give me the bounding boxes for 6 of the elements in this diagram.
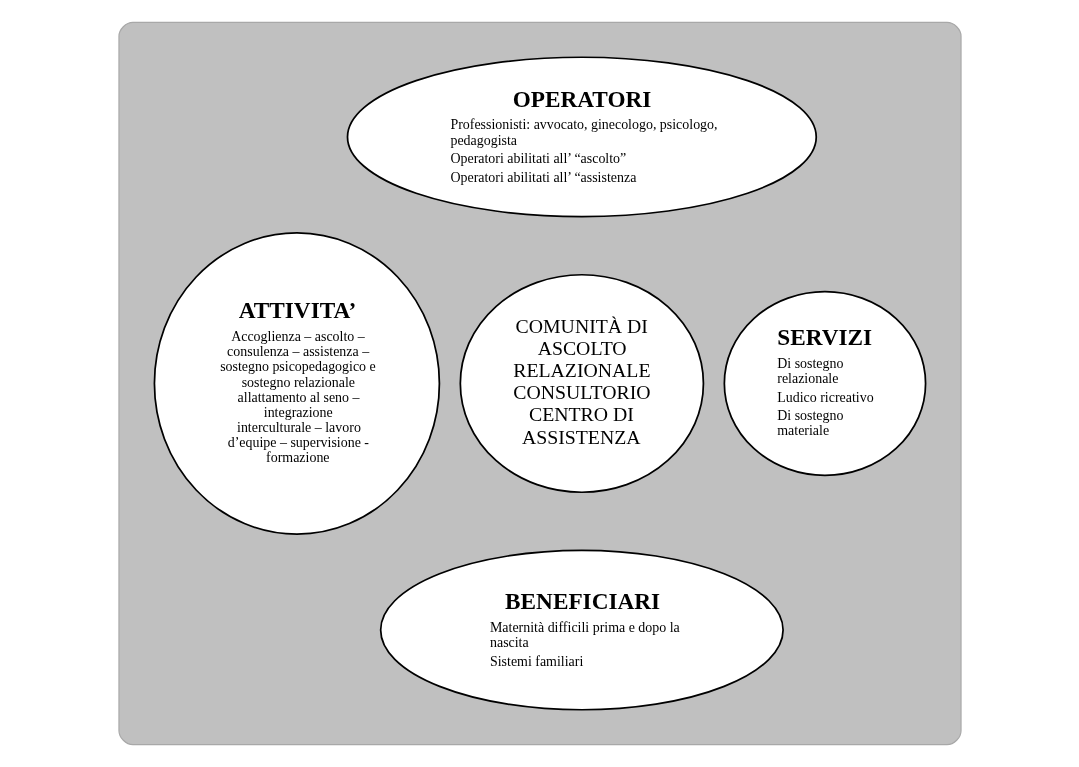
cluster	[117, 21, 962, 746]
node-circle: ATTIVITA’ Accoglienza – ascolto – consulenza – assistenza – sostegno psicopedagogico e sostegno relazionale allattamento al seno – integrazione interculturale – lavoro d’equipe – supervisione - formazione	[153, 232, 440, 535]
node-circle: SERVIZI Di sostegno relazionale Ludico ricreativo Di sostegno materiale	[723, 290, 926, 477]
node-ellipse: OPERATORI Professionisti: avvocato, ginecologo, psicologo, pedagogista Operatori abilitati all’ “ascolto” Operatori abilitati all’ “assistenza	[346, 56, 817, 218]
node-ellipse: BENEFICIARI Maternità difficili prima e dopo la nascita Sistemi familiari	[379, 549, 784, 711]
node-ellipse: COMUNITÀ DI ASCOLTO RELAZIONALE CONSULTORIO CENTRO DI ASSISTENZA	[458, 273, 704, 494]
